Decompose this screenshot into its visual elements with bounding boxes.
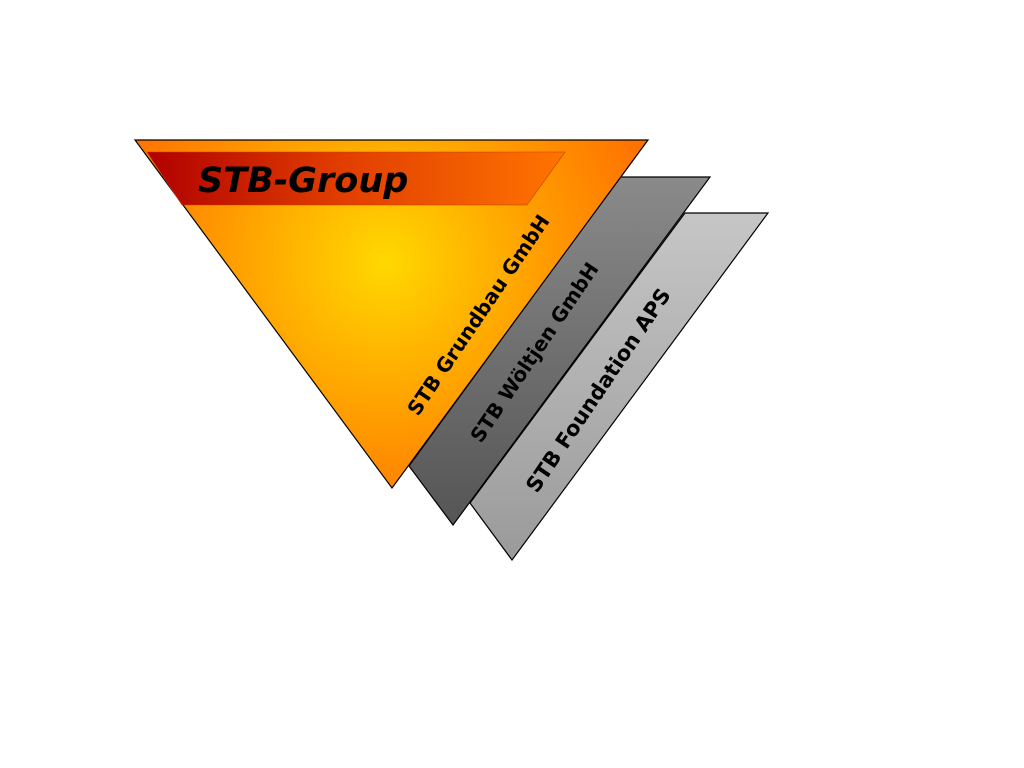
title-banner bbox=[146, 151, 566, 206]
main-triangle-stb-grundbau: STB-Group STB Grundbau GmbH bbox=[133, 139, 650, 490]
main-triangle-shape bbox=[133, 139, 650, 490]
band-light-shape bbox=[469, 212, 770, 562]
title-stb-group: STB-Group bbox=[198, 161, 408, 201]
